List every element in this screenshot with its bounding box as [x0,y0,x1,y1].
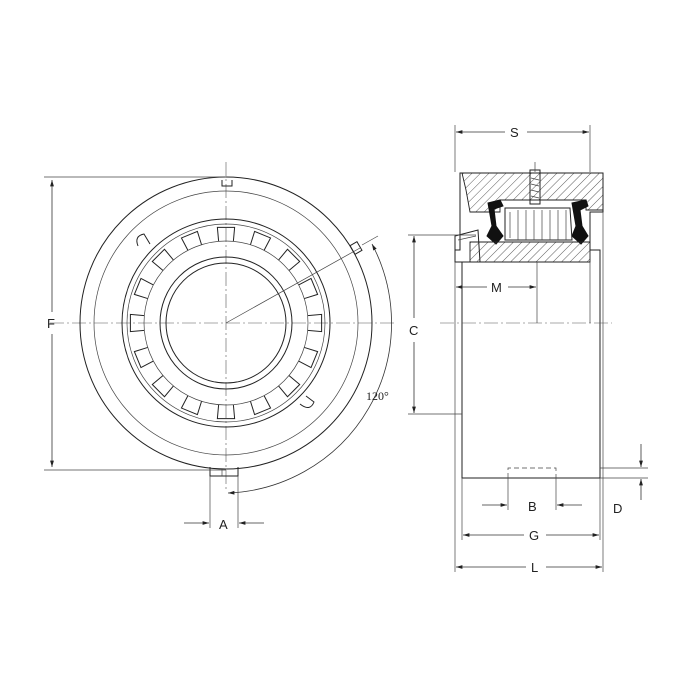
angle-120-label: 120° [366,389,389,403]
B-label: B [528,499,537,514]
side-view: S M C B D G L [408,125,648,575]
S-label: S [510,125,519,140]
collar-tooth [278,375,301,398]
key-slot-hidden-line [507,467,557,478]
seal-right [571,199,589,245]
collar-tooth [180,230,203,251]
collar-tooth [151,248,174,271]
roller-texture [509,210,567,240]
collar-boss-left [136,233,151,247]
seal-left [486,199,504,245]
collar-tooth [129,313,145,333]
collar-tooth [151,375,174,398]
D-label: D [613,501,622,516]
collar-tooth [298,346,319,369]
spherical-roller [504,207,573,241]
collar-tooth [249,230,272,251]
grease-fitting-thread [530,177,540,199]
angle-leader-top [361,235,379,246]
F-label: F [47,316,55,331]
inner-ring-section-hatch [469,241,591,263]
G-label: G [529,528,539,543]
L-label: L [531,560,538,575]
collar-tooth [133,277,154,300]
collar-tooth [278,248,301,271]
collar-boss-right [299,395,315,408]
collar-detail-line [457,235,477,241]
A-label: A [219,517,228,532]
M-label: M [491,280,502,295]
angle-120-arc [227,243,392,495]
collar-tooth [298,277,319,300]
collar-tooth [180,395,203,416]
key-notch-top [221,180,233,187]
locking-collar-section [454,229,481,263]
collar-tooth [249,395,272,416]
front-view: 120° F A [44,162,395,532]
C-label: C [409,323,418,338]
set-screw-radial-line [225,247,361,324]
collar-tooth [216,226,236,242]
collar-tooth [133,346,154,369]
